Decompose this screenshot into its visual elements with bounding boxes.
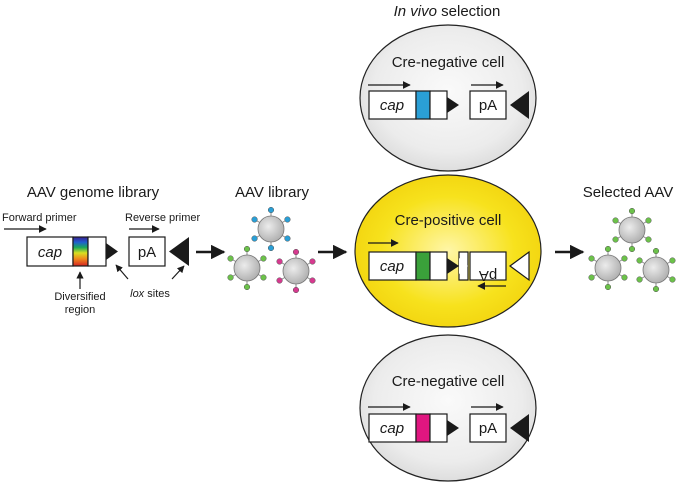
pa-label-inverted: pA [479,267,497,284]
aav-particle-green [227,245,267,291]
selected-aav-particle [636,247,676,293]
aav-particle-blue [251,206,291,252]
lox-site-small [447,420,459,436]
selected-aav-title: Selected AAV [583,184,674,201]
diversified-label: Diversified [54,291,105,303]
construct-top: cap pA [368,81,529,120]
lox-site-small [106,243,118,260]
lox-site-large [510,91,529,119]
selected-aav-particle [612,207,652,253]
variable-region-magenta [415,413,431,443]
svg-text:cap: cap [380,258,404,275]
genome-library-title: AAV genome library [27,184,160,201]
pa-box-inverted [469,251,507,281]
aav-library-title: AAV library [235,184,309,201]
pa-box [469,413,507,443]
selected-aav-particle [588,245,628,291]
pa-box [469,90,507,120]
lox-site-small [447,97,459,113]
cell-bottom-title: Cre-negative cell [392,373,505,390]
selected-aav-particles [588,207,676,293]
variable-region-green [415,251,431,281]
diversified-region [72,236,89,267]
aav-particle-magenta [276,248,316,294]
svg-text:pA: pA [138,244,156,261]
library-construct: cap pA [26,236,189,267]
aav-library-particles [227,206,316,294]
svg-text:cap: cap [380,97,404,114]
cre-negative-cell-bottom [359,334,537,482]
cap-gene-box [368,413,417,443]
svg-text:pA: pA [479,97,497,114]
svg-text:cap: cap [380,420,404,437]
svg-text:pA: pA [479,420,497,437]
cell-top-title: Cre-negative cell [392,54,505,71]
svg-text:cap: cap [38,244,62,261]
lox-pointer-right [171,265,185,280]
lox-site-large [169,237,189,266]
cell-middle-title: Cre-positive cell [395,212,502,229]
reverse-primer-label: Reverse primer [125,212,201,224]
construct-bottom: cap pA [368,403,529,443]
construct-middle: cap pA [368,239,530,290]
lox-site-large-open [508,250,530,282]
lox-pointer-left [115,264,129,280]
variable-region-blue [415,90,431,120]
forward-primer-label: Forward primer [2,212,77,224]
pa-box [128,236,166,267]
svg-text:region: region [65,304,96,316]
lox-sites-label: lox sites [130,288,170,300]
lox-site-small [447,258,459,274]
cre-positive-cell [354,174,542,328]
in-vivo-selection-title: In vivo selection [394,3,501,20]
lox-site-large [510,414,529,442]
